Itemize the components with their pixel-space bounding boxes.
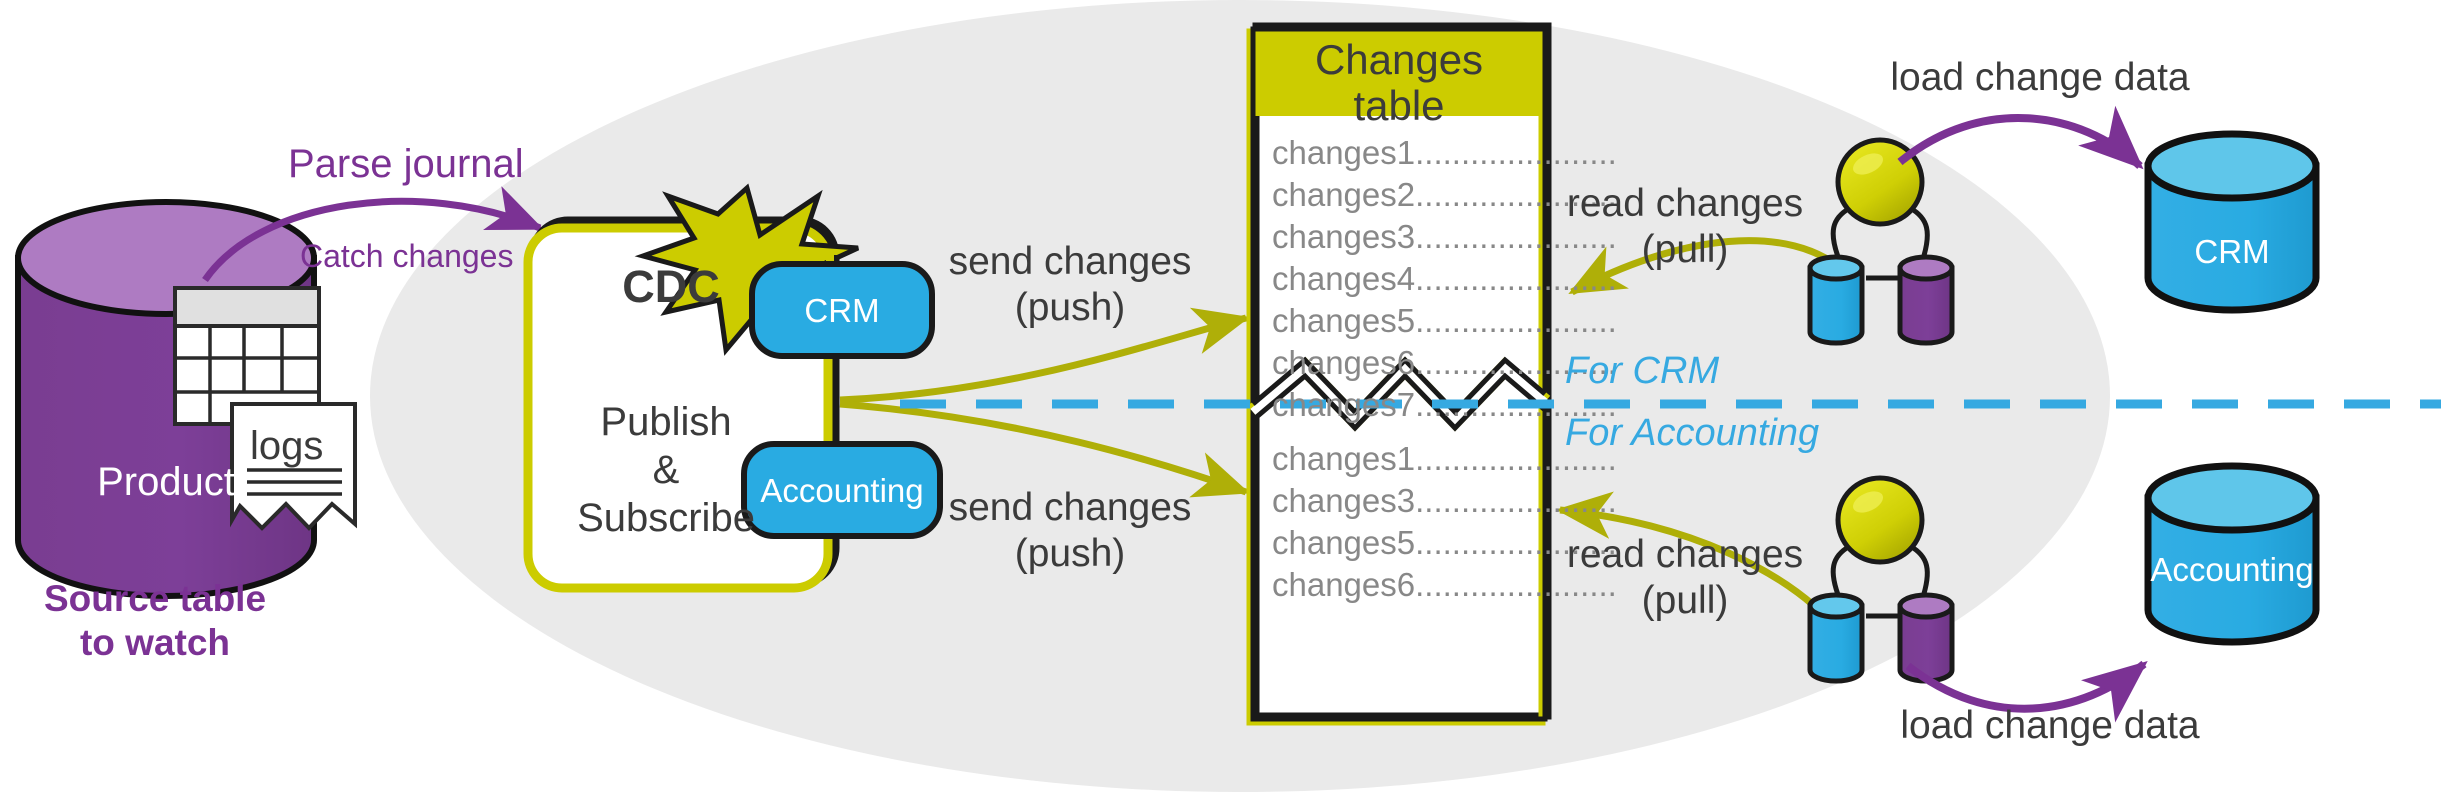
source-cylinder-label: Product [97,460,235,504]
target-crm-label: CRM [2194,233,2270,270]
lane-label-for-crm: For CRM [1565,350,1720,392]
read-changes-bottom-line2: (pull) [1641,579,1729,622]
cdc-title: CDC [622,261,720,312]
cdc-body-line2: & [652,448,680,492]
changes-table-row: changes1...................... [1272,440,1617,477]
cdc-body-line1: Publish [600,400,732,444]
send-changes-push-arrow-top [839,307,1251,404]
target-cylinder-crm [2144,130,2320,314]
read-changes-top-line1: read changes [1566,182,1804,225]
send-changes-bottom-line2: (push) [1014,532,1126,575]
changes-table-row: changes2...................... [1272,176,1617,213]
changes-table-row: changes5...................... [1272,302,1617,339]
source-caption-line1: Source table [43,578,267,619]
consumer-blue-cylinder-bottom [1807,592,1865,684]
cdc-badge-accounting-label[interactable]: Accounting [760,472,924,509]
read-changes-pull-arrow-top [1568,237,1848,296]
changes-table-row: changes3...................... [1272,218,1617,255]
changes-table-header-line1: Changes [1314,36,1484,83]
source-table-icon [173,286,321,426]
source-caption-line2: to watch [79,622,231,663]
send-changes-bottom-line1: send changes [948,486,1192,529]
changes-table-shape [1246,22,1552,726]
send-changes-top-line2: (push) [1014,286,1126,329]
consumer-blue-cylinder-top [1807,254,1865,346]
scope-ellipse [370,0,2110,792]
consumer-purple-cylinder-top [1897,254,1955,346]
read-changes-bottom-line1: read changes [1566,533,1804,576]
cdc-badge-crm-label[interactable]: CRM [804,292,880,329]
cdc-badge-crm [749,261,935,359]
load-change-data-arrow-bottom [1905,660,2148,723]
changes-table-lower-rows: changes1...................... changes3..… [1272,438,1617,606]
target-accounting-label: Accounting [2150,551,2314,588]
cdc-body-line3: Subscribe [577,496,755,540]
changes-table-upper-rows: changes1...................... changes2..… [1272,132,1617,426]
changes-table-row: changes6...................... [1272,566,1617,603]
read-changes-top-line2: (pull) [1641,228,1729,271]
parse-journal-arrow [202,186,544,282]
logs-note-icon [230,402,357,531]
load-change-data-arrow-top [1897,105,2144,170]
consumer-node-bottom [1835,475,1925,565]
send-changes-push-arrow-bottom [839,400,1250,498]
load-change-data-bottom-label: load change data [1900,704,2200,747]
catch-changes-label: Catch changes [300,238,514,274]
changes-table-row: changes4...................... [1272,260,1617,297]
send-changes-top-line1: send changes [948,240,1192,283]
changes-table-row: changes1...................... [1272,134,1617,171]
parse-journal-label: Parse journal [288,142,524,186]
cdc-badge-accounting [741,441,943,539]
target-cylinder-accounting [2144,462,2320,646]
changes-table-row: changes5...................... [1272,524,1617,561]
load-change-data-top-label: load change data [1890,56,2190,99]
lane-label-for-accounting: For Accounting [1565,412,1820,454]
changes-table-row: changes6...................... [1272,344,1617,381]
changes-table-row: changes7...................... [1272,386,1617,423]
logs-label: logs [250,424,324,468]
changes-table-header-line2: table [1353,82,1445,129]
changes-table-row: changes3...................... [1272,482,1617,519]
